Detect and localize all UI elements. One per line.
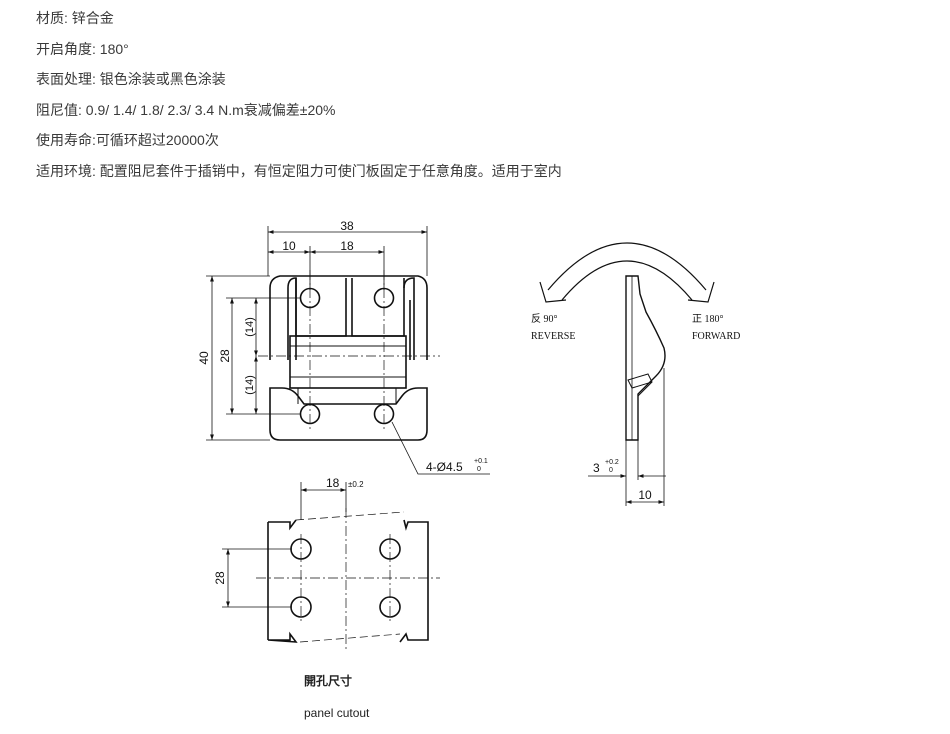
spec-lifespan: 使用寿命:可循环超过20000次 (36, 128, 562, 159)
hole-callout: 4-Ø4.5 (426, 460, 463, 474)
dim-half-lower: (14) (244, 375, 256, 395)
spec-value: 0.9/ 1.4/ 1.8/ 2.3/ 3.4 N.m衰减偏差±20% (85, 101, 336, 118)
spec-label: 适用环境: (36, 162, 100, 179)
side-view (539, 242, 715, 441)
spec-environment: 适用环境: 配置阻尼套件于插销中，有恒定阻力可使门板固定于任意角度。适用于室内 (36, 159, 562, 190)
spec-value: 180° (99, 40, 129, 57)
spec-surface-finish: 表面处理: 银色涂装或黑色涂装 (36, 67, 562, 98)
cutout-dim-spacing-tol: ±0.2 (348, 480, 364, 489)
spec-damping: 阻尼值: 0.9/ 1.4/ 1.8/ 2.3/ 3.4 N.m衰减偏差±20% (36, 98, 562, 129)
cutout-view (267, 519, 429, 643)
dim-left-offset: 10 (282, 239, 296, 253)
spec-label: 表面处理: (36, 71, 100, 87)
forward-label-en: FORWARD (692, 331, 740, 342)
spec-value: 银色涂装或黑色涂装 (99, 71, 226, 87)
cutout-dimensions (222, 482, 347, 608)
dim-hole-spacing: 18 (340, 239, 354, 253)
dim-offset-tol-upper: +0.2 (605, 459, 619, 466)
front-dimensions (206, 226, 490, 475)
reverse-label-cn: 反 90° (531, 313, 558, 325)
dim-total-width: 38 (340, 219, 354, 233)
dim-depth: 10 (638, 488, 652, 502)
spec-value: 锌合金 (71, 10, 114, 26)
dim-offset-tol-lower: 0 (609, 467, 613, 474)
cutout-caption-en: panel cutout (304, 706, 370, 720)
spec-label: 开启角度: (36, 40, 100, 57)
spec-label: 材质: (36, 10, 72, 26)
spec-value: 配置阻尼套件于插销中，有恒定阻力可使门板固定于任意角度。适用于室内 (99, 162, 562, 179)
hole-tol-lower: 0 (477, 466, 481, 473)
forward-label-cn: 正 180° (692, 314, 724, 325)
reverse-label-en: REVERSE (531, 331, 575, 342)
dim-hole-pitch: 28 (218, 349, 232, 363)
cutout-dim-spacing: 18 (326, 476, 340, 490)
spec-opening-angle: 开启角度: 180° (36, 37, 562, 68)
hole-tol-upper: +0.1 (474, 458, 488, 465)
spec-value: 可循环超过20000次 (95, 132, 219, 148)
front-view (269, 275, 428, 441)
spec-list: 材质: 锌合金 开启角度: 180° 表面处理: 银色涂装或黑色涂装 阻尼值: … (36, 6, 562, 189)
dim-height: 40 (197, 351, 211, 365)
spec-material: 材质: 锌合金 (36, 6, 562, 37)
cutout-caption-cn: 開孔尺寸 (304, 674, 353, 688)
dim-offset: 3 (593, 461, 600, 475)
cutout-dim-pitch: 28 (213, 571, 227, 585)
side-dimensions (588, 368, 666, 506)
spec-label: 使用寿命: (36, 132, 96, 148)
dim-half-upper: (14) (244, 317, 256, 337)
spec-label: 阻尼值: (36, 101, 86, 118)
